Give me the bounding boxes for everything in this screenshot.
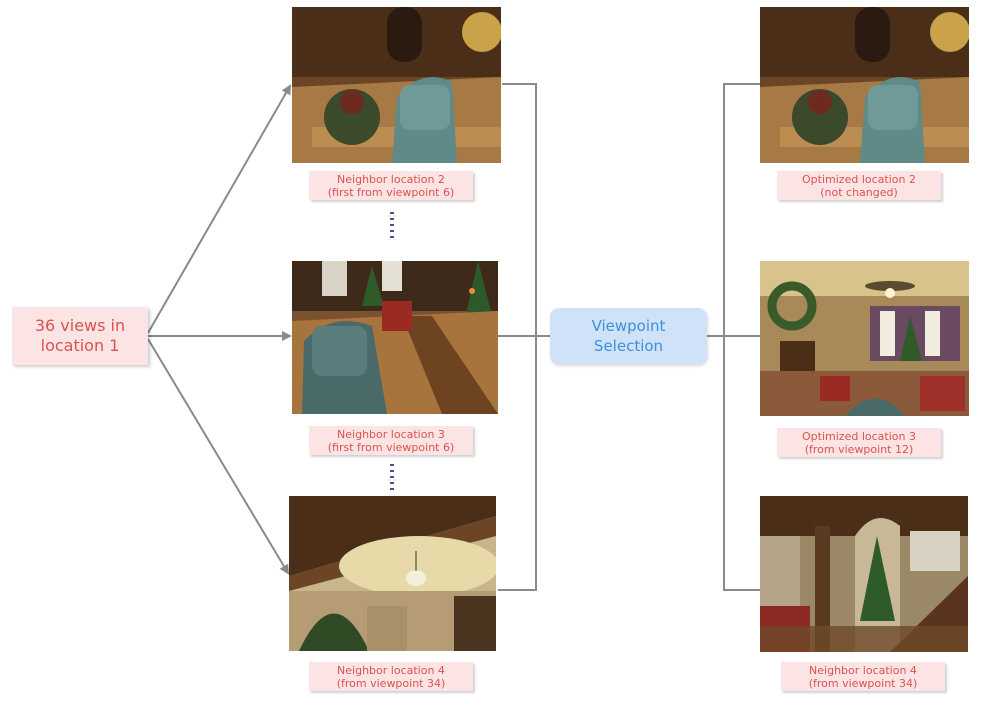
ellipsis-top xyxy=(390,212,394,240)
selector-line-1: Viewpoint xyxy=(591,317,666,335)
neighbor-4-title: Neighbor location 4 xyxy=(337,663,445,677)
optimized-2-title: Optimized location 2 xyxy=(802,172,916,186)
optimized-3-subtitle: (from viewpoint 12) xyxy=(804,442,914,456)
neighbor-2-label: Neighbor location 2 (first from viewpoin… xyxy=(309,171,473,200)
optimized-3-photo xyxy=(760,261,969,416)
optimized-4-subtitle: (from viewpoint 34) xyxy=(808,676,918,690)
optimized-4-title: Neighbor location 4 xyxy=(809,663,917,677)
neighbor-4-photo xyxy=(289,496,496,651)
arrow-to-neighbor-2 xyxy=(147,84,291,334)
arrow-to-neighbor-4 xyxy=(147,338,290,575)
viewpoint-selection-box: Viewpoint Selection xyxy=(550,308,707,364)
neighbor-3-title: Neighbor location 3 xyxy=(337,427,445,441)
neighbor-3-photo xyxy=(292,261,498,414)
optimized-2-photo xyxy=(760,7,969,163)
neighbor-3-subtitle: (first from viewpoint 6) xyxy=(327,440,455,454)
neighbor-2-subtitle: (first from viewpoint 6) xyxy=(327,185,455,199)
ellipsis-bottom xyxy=(390,464,394,492)
optimized-4-label: Neighbor location 4 (from viewpoint 34) xyxy=(781,662,945,691)
optimized-2-subtitle: (not changed) xyxy=(820,185,898,199)
source-line-2: location 1 xyxy=(40,336,120,355)
optimized-2-label: Optimized location 2 (not changed) xyxy=(777,171,941,200)
neighbor-4-label: Neighbor location 4 (from viewpoint 34) xyxy=(309,662,473,691)
neighbor-3-label: Neighbor location 3 (first from viewpoin… xyxy=(309,426,473,455)
neighbor-4-subtitle: (from viewpoint 34) xyxy=(336,676,446,690)
neighbor-2-title: Neighbor location 2 xyxy=(337,172,445,186)
source-views-box: 36 views in location 1 xyxy=(12,307,148,365)
optimized-3-title: Optimized location 3 xyxy=(802,429,916,443)
selector-line-2: Selection xyxy=(593,337,664,355)
source-line-1: 36 views in xyxy=(34,316,126,335)
neighbor-2-photo xyxy=(292,7,501,163)
bracket-right xyxy=(723,83,760,591)
optimized-3-label: Optimized location 3 (from viewpoint 12) xyxy=(777,428,941,457)
optimized-4-photo xyxy=(760,496,968,652)
